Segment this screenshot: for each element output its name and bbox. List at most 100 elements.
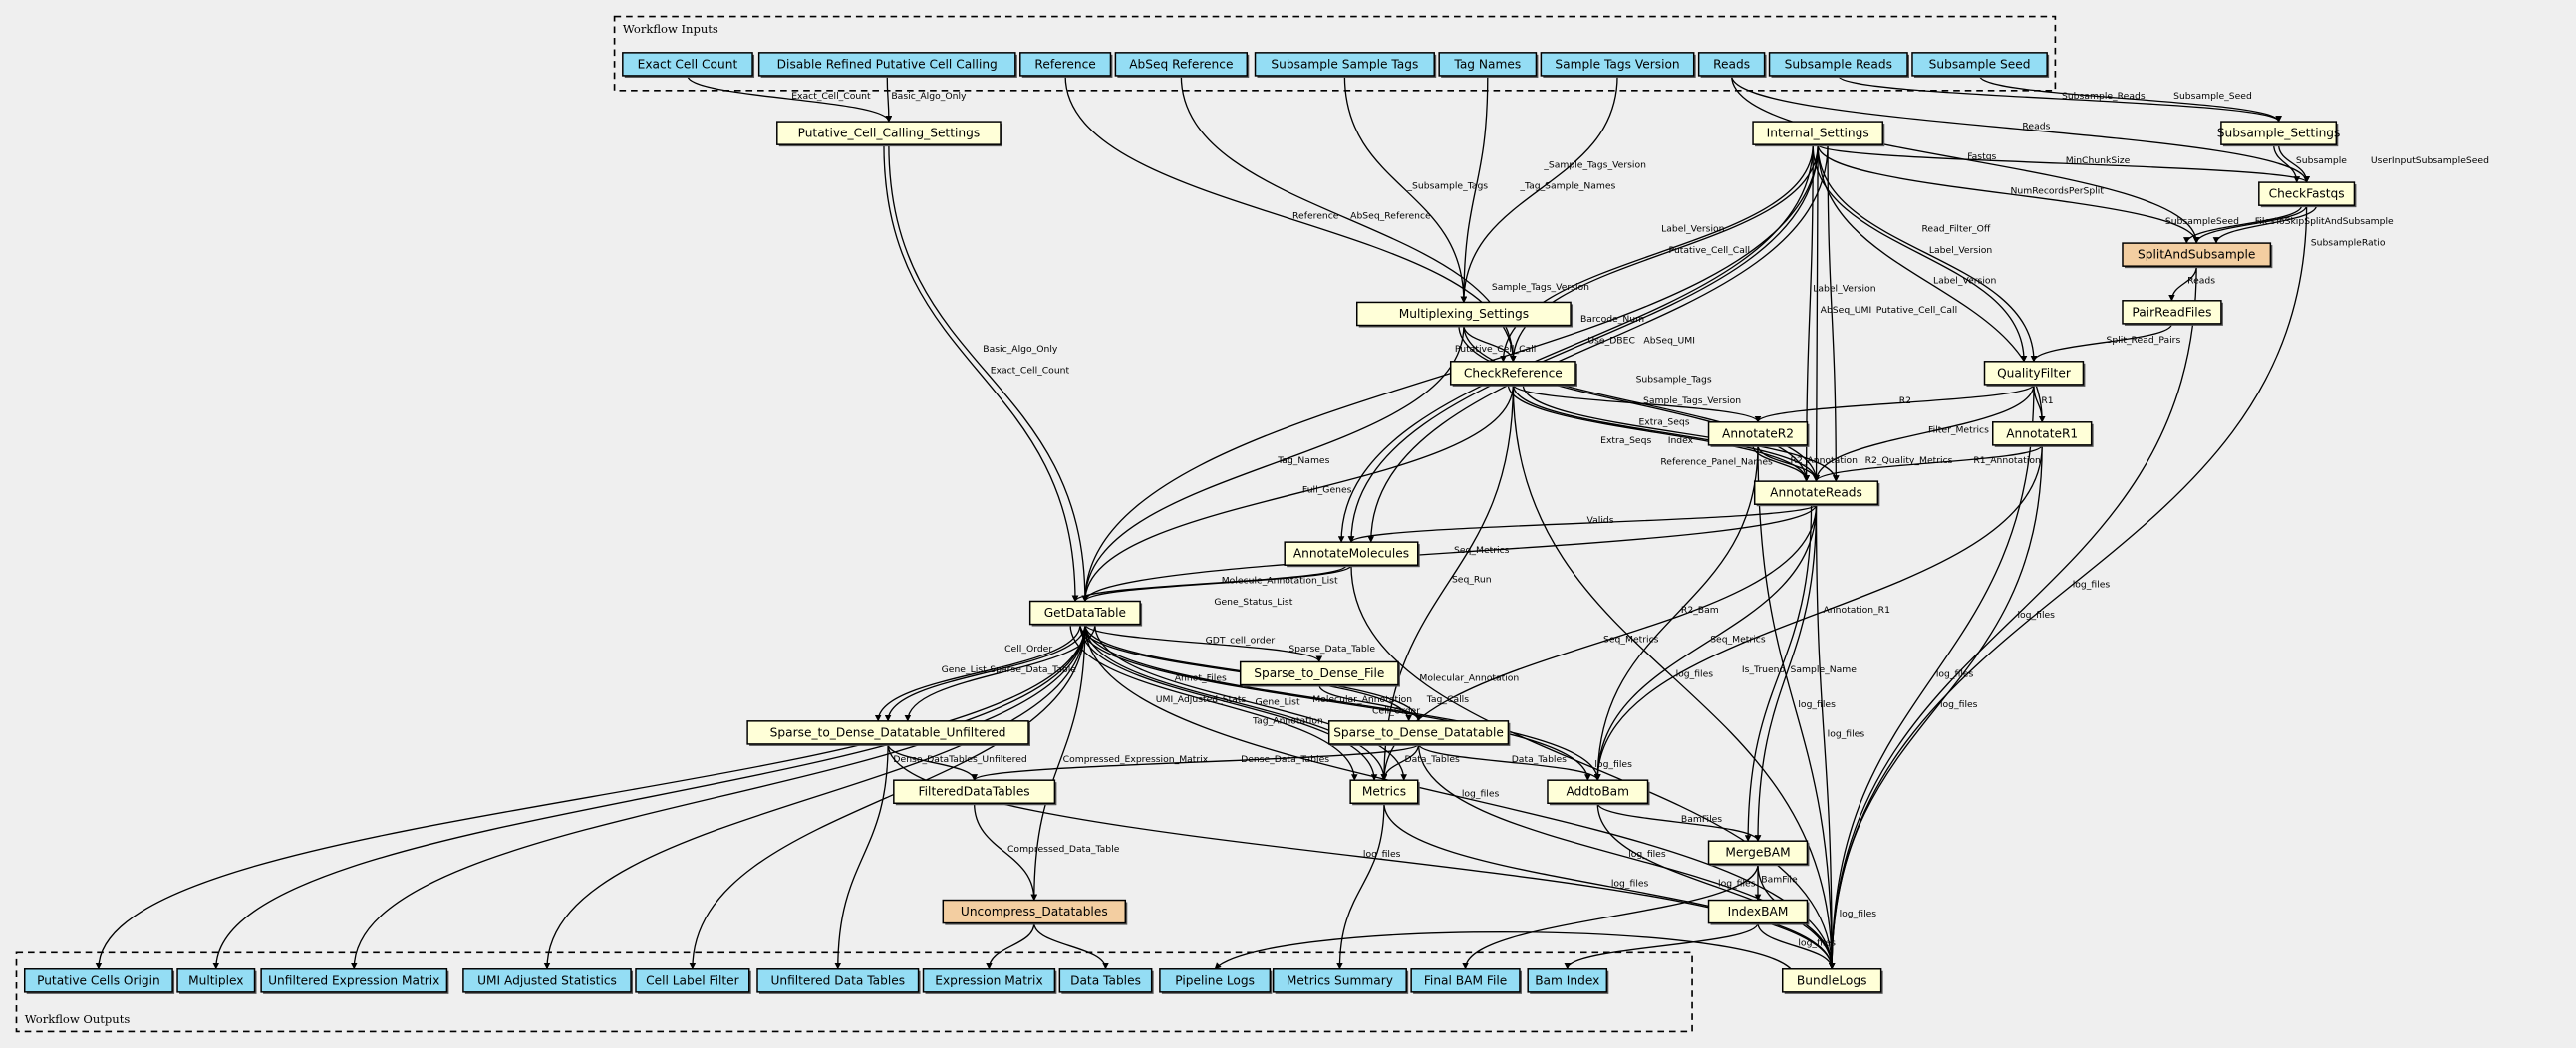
node-pccs[interactable]: Putative_Cell_Calling_Settings — [776, 121, 1002, 147]
node-ar1[interactable]: AnnotateR1 — [1992, 421, 2094, 447]
node-out-em[interactable]: Expression Matrix — [922, 968, 1057, 994]
node-out-udt[interactable]: Unfiltered Data Tables — [756, 968, 921, 994]
edge-internal-to-checkref — [1510, 144, 1819, 363]
node-box — [1355, 301, 1572, 327]
node-in-reference[interactable]: Reference — [1019, 52, 1113, 78]
node-indexbam[interactable]: IndexBAM — [1707, 899, 1810, 925]
edge-label: Label_Version — [1661, 224, 1725, 235]
edge-label: Filter_Metrics — [1928, 425, 1989, 436]
edge-internal-to-checkref — [1500, 144, 1814, 363]
node-out-clf[interactable]: Cell Label Filter — [635, 968, 751, 994]
node-in-exact[interactable]: Exact Cell Count — [622, 52, 755, 78]
node-subsample[interactable]: Subsample_Settings — [2217, 121, 2341, 147]
node-label: IndexBAM — [1728, 905, 1789, 918]
node-pair[interactable]: PairReadFiles — [2122, 300, 2223, 326]
node-out-uem[interactable]: Unfiltered Expression Matrix — [260, 968, 449, 994]
edge-label: log_files — [1676, 668, 1714, 679]
edges-layer — [95, 75, 2318, 970]
node-out-fbf[interactable]: Final BAM File — [1410, 968, 1522, 994]
node-out-pl[interactable]: Pipeline Logs — [1159, 968, 1273, 994]
node-out-pco[interactable]: Putative Cells Origin — [23, 968, 175, 994]
node-in-subseed[interactable]: Subsample Seed — [1911, 52, 2050, 78]
node-box — [2220, 121, 2338, 145]
node-box — [462, 968, 632, 993]
node-box — [2258, 181, 2356, 206]
edge-label: Reference_Panel_Names — [1660, 457, 1773, 468]
node-mergebam[interactable]: MergeBAM — [1707, 840, 1810, 867]
node-label: QualityFilter — [1997, 366, 2072, 380]
edge-checkref-to-metrics — [1380, 384, 1515, 781]
edge-in_exact-to-pccs — [687, 75, 893, 123]
node-ar2[interactable]: AnnotateR2 — [1707, 421, 1810, 447]
node-box — [2122, 242, 2272, 267]
edge-gdt-to-uncompress — [1030, 624, 1086, 902]
node-label: PairReadFiles — [2132, 305, 2211, 319]
node-box — [1272, 968, 1407, 993]
node-label: Cell Label Filter — [646, 973, 740, 987]
edge-internal-to-qf — [1817, 144, 2038, 363]
edge-label: Compressed_Data_Table — [1007, 844, 1120, 855]
node-mux[interactable]: Multiplexing_Settings — [1355, 301, 1574, 328]
node-bundle[interactable]: BundleLogs — [1781, 968, 1883, 994]
node-in-subtags[interactable]: Subsample Sample Tags — [1254, 52, 1437, 78]
node-box — [260, 968, 448, 993]
node-in-tagnames[interactable]: Tag Names — [1438, 52, 1539, 78]
node-areads[interactable]: AnnotateReads — [1753, 480, 1880, 507]
node-out-multiplex[interactable]: Multiplex — [176, 968, 257, 994]
node-label: MergeBAM — [1725, 846, 1790, 860]
node-in-abseq[interactable]: AbSeq Reference — [1114, 52, 1250, 78]
node-in-subreads[interactable]: Subsample Reads — [1768, 52, 1909, 78]
edge-label: Gene_List — [942, 664, 987, 675]
edge-label: AbSeq_Reference — [1350, 210, 1431, 221]
node-label: Subsample Seed — [1929, 57, 2031, 71]
node-uncompress[interactable]: Uncompress_Datatables — [942, 899, 1128, 925]
edge-label: Putative_Cell_Call — [1455, 344, 1536, 355]
node-label: Tag Names — [1453, 57, 1521, 71]
node-box — [922, 968, 1056, 993]
node-out-umi[interactable]: UMI Adjusted Statistics — [462, 968, 634, 994]
node-stdf[interactable]: Sparse_to_Dense_File — [1239, 660, 1400, 687]
node-checkref[interactable]: CheckReference — [1449, 361, 1577, 387]
node-stddu[interactable]: Sparse_to_Dense_Datatable_Unfiltered — [746, 720, 1030, 746]
edge-label: Read_Filter_Off — [1921, 224, 1990, 235]
edge-checkfastqs-to-split — [2183, 204, 2303, 244]
edge-label: Tag_Names — [1277, 455, 1329, 466]
node-amol[interactable]: AnnotateMolecules — [1284, 541, 1420, 568]
node-in-disable[interactable]: Disable Refined Putative Cell Calling — [757, 52, 1017, 78]
edge-label: Split_Read_Pairs — [2107, 335, 2181, 346]
edge-label: R2_Quality_Metrics — [1865, 455, 1953, 466]
edge-in_disable-to-pccs — [885, 75, 893, 123]
edge-stdd-to-addtobam — [1417, 743, 1601, 781]
node-out-dt[interactable]: Data Tables — [1058, 968, 1154, 994]
node-label: Metrics Summary — [1287, 973, 1393, 987]
edge-subsample-to-checkfastqs — [2277, 144, 2310, 183]
node-out-ms[interactable]: Metrics Summary — [1272, 968, 1409, 994]
edge-label: SubsampleRatio — [2311, 238, 2386, 249]
node-box — [23, 968, 173, 993]
node-internal[interactable]: Internal_Settings — [1752, 121, 1885, 147]
edge-label: Label_Version — [1813, 284, 1876, 295]
node-qf[interactable]: QualityFilter — [1983, 361, 2086, 387]
edge-ar1-to-bundle — [1828, 444, 2043, 970]
edge-label: BamFiles — [1681, 814, 1722, 825]
edge-label: log_files — [2017, 610, 2055, 621]
node-out-bi[interactable]: Bam Index — [1527, 968, 1609, 994]
edge-in_reads-to-checkfastqs — [1730, 75, 2310, 183]
node-box — [1019, 52, 1112, 77]
edge-label: Subsample — [2296, 155, 2347, 166]
node-metrics[interactable]: Metrics — [1349, 779, 1420, 806]
node-checkfastqs[interactable]: CheckFastqs — [2258, 181, 2357, 208]
node-label: AddtoBam — [1566, 785, 1629, 799]
edge-label: _Sample_Tags_Version — [1543, 159, 1646, 170]
node-stdd[interactable]: Sparse_to_Dense_Datatable — [1327, 720, 1511, 746]
node-box — [746, 720, 1029, 745]
node-fdt[interactable]: FilteredDataTables — [893, 779, 1057, 806]
node-split[interactable]: SplitAndSubsample — [2122, 242, 2273, 269]
node-gdt[interactable]: GetDataTable — [1028, 600, 1143, 627]
edge-gdt-to-stddu — [874, 624, 1081, 722]
node-addtobam[interactable]: AddtoBam — [1547, 779, 1650, 806]
node-box — [1768, 52, 1908, 77]
node-in-stv[interactable]: Sample Tags Version — [1540, 52, 1696, 78]
inputs-cluster-label: Workflow Inputs — [623, 22, 718, 36]
node-in-reads[interactable]: Reads — [1697, 52, 1767, 78]
